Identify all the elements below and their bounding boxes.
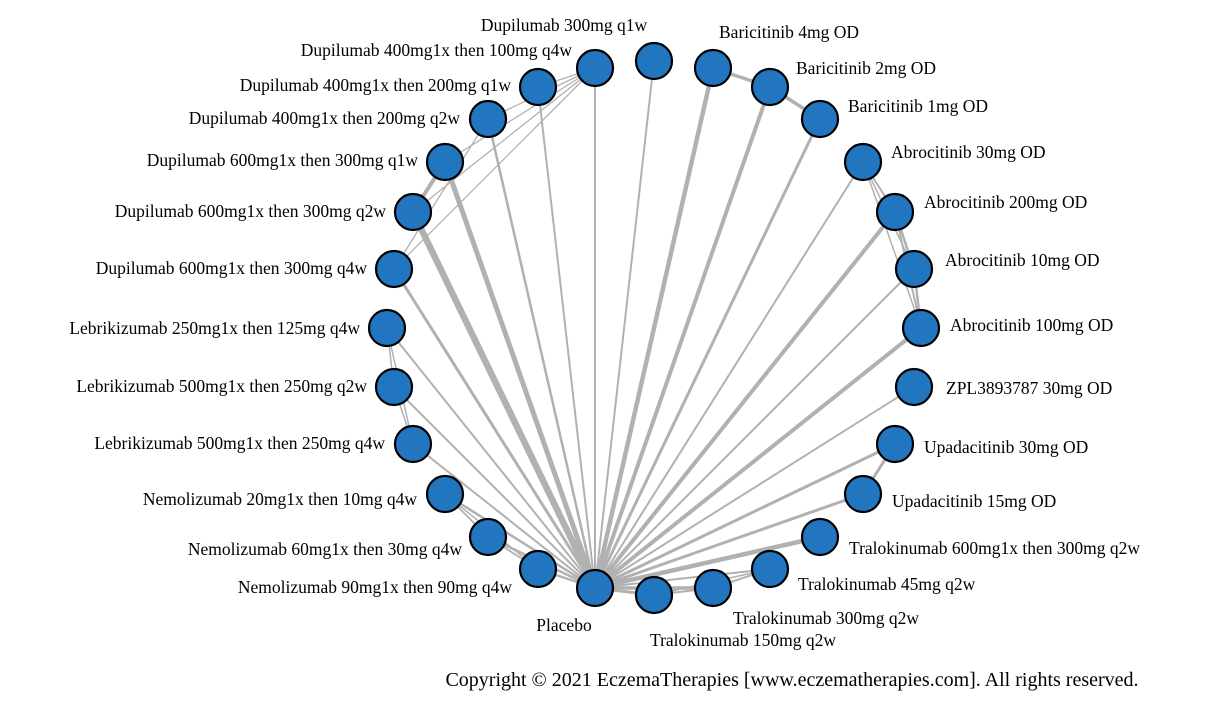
- treatment-node-l250q4w: [367, 308, 407, 348]
- treatment-label-a100: Abrocitinib 100mg OD: [950, 315, 1113, 335]
- treatment-label-t300: Tralokinumab 300mg q2w: [733, 608, 919, 628]
- treatment-label-d400_200q2w: Dupilumab 400mg1x then 200mg q2w: [189, 108, 461, 128]
- edge-d600q2w-placebo: [410, 210, 598, 590]
- treatment-node-a30: [843, 142, 883, 182]
- treatment-node-d600q4w: [374, 249, 414, 289]
- treatment-node-u30: [875, 424, 915, 464]
- treatment-label-l500q2w: Lebrikizumab 500mg1x then 250mg q2w: [76, 376, 367, 396]
- treatment-label-d600q4w: Dupilumab 600mg1x then 300mg q4w: [96, 258, 368, 278]
- treatment-label-u30: Upadacitinib 30mg OD: [924, 437, 1088, 457]
- treatment-node-l500q4w: [393, 424, 433, 464]
- treatment-label-n20: Nemolizumab 20mg1x then 10mg q4w: [143, 489, 417, 509]
- treatment-label-n90: Nemolizumab 90mg1x then 90mg q4w: [238, 577, 512, 597]
- edge-d400_100q4w-d600q2w: [412, 67, 596, 213]
- treatment-label-n60: Nemolizumab 60mg1x then 30mg q4w: [188, 539, 462, 559]
- treatment-label-b1: Baricitinib 1mg OD: [848, 96, 988, 116]
- treatment-label-l250q4w: Lebrikizumab 250mg1x then 125mg q4w: [69, 318, 360, 338]
- treatment-node-d600q2w: [393, 192, 433, 232]
- edge-a100-placebo: [593, 326, 923, 590]
- treatment-label-d400_100q4w: Dupilumab 400mg1x then 100mg q4w: [301, 40, 573, 60]
- edge-u30-placebo: [594, 442, 896, 590]
- edge-d600q4w-placebo: [392, 268, 597, 589]
- edge-n20-placebo: [444, 492, 596, 590]
- treatment-label-b4: Baricitinib 4mg OD: [719, 22, 859, 42]
- edge-u15-placebo: [594, 492, 864, 590]
- edge-a30-placebo: [594, 161, 864, 589]
- edge-a30-a100: [862, 161, 922, 329]
- edge-d400_100q4w-d600q1w: [444, 67, 596, 163]
- edge-b1-placebo: [593, 118, 822, 589]
- edge-zpl30-placebo: [594, 386, 915, 589]
- nodes-layer: [367, 41, 941, 615]
- edge-a10-placebo: [594, 268, 915, 589]
- treatment-node-d600q1w: [425, 142, 465, 182]
- treatment-node-n20: [425, 474, 465, 514]
- treatment-node-t600: [800, 517, 840, 557]
- edge-t45-placebo: [594, 568, 771, 589]
- treatment-node-placebo: [575, 568, 615, 608]
- edge-l250q4w-placebo: [386, 327, 596, 589]
- treatment-node-n60: [468, 517, 508, 557]
- treatment-label-t150: Tralokinumab 150mg q2w: [650, 630, 836, 650]
- treatment-label-zpl30: ZPL3893787 30mg OD: [946, 378, 1112, 398]
- treatment-label-d600q2w: Dupilumab 600mg1x then 300mg q2w: [115, 201, 387, 221]
- treatment-label-l500q4w: Lebrikizumab 500mg1x then 250mg q4w: [94, 433, 385, 453]
- treatment-node-n90: [518, 549, 558, 589]
- edge-l500q2w-placebo: [393, 386, 596, 589]
- treatment-node-l500q2w: [374, 367, 414, 407]
- treatment-node-d400_200q2w: [468, 99, 508, 139]
- treatment-label-a10: Abrocitinib 10mg OD: [945, 250, 1100, 270]
- edge-a200-placebo: [593, 210, 897, 590]
- edge-d300q1w-placebo: [594, 60, 655, 589]
- treatment-label-d600q1w: Dupilumab 600mg1x then 300mg q1w: [147, 150, 419, 170]
- treatment-node-b4: [693, 48, 733, 88]
- edge-d400_200q2w-placebo: [486, 118, 597, 589]
- treatment-label-t600: Tralokinumab 600mg1x then 300mg q2w: [849, 538, 1140, 558]
- treatment-label-d300q1w: Dupilumab 300mg q1w: [481, 15, 648, 35]
- treatment-node-d400_200q1w: [518, 67, 558, 107]
- edges-layer: [386, 60, 923, 597]
- treatment-node-d400_100q4w: [575, 48, 615, 88]
- treatment-node-zpl30: [894, 367, 934, 407]
- copyright-text: Copyright © 2021 EczemaTherapies [www.ec…: [445, 669, 1138, 691]
- labels-layer: Dupilumab 300mg q1w Baricitinib 4mg OD Bar…: [69, 15, 1140, 650]
- edge-d400_200q1w-placebo: [537, 86, 596, 589]
- treatment-node-t150: [634, 575, 674, 615]
- edge-l500q4w-placebo: [412, 443, 596, 589]
- edge-d600q1w-placebo: [442, 161, 598, 589]
- treatment-node-a200: [875, 192, 915, 232]
- treatment-label-placebo: Placebo: [536, 615, 592, 635]
- treatment-label-t45: Tralokinumab 45mg q2w: [798, 574, 976, 594]
- treatment-node-t45: [750, 549, 790, 589]
- treatment-label-u15: Upadacitinib 15mg OD: [892, 491, 1056, 511]
- treatment-node-t300: [693, 568, 733, 608]
- edge-b2-placebo: [593, 86, 772, 589]
- edge-d400_200q2w-d600q4w: [393, 118, 489, 270]
- treatment-label-a200: Abrocitinib 200mg OD: [924, 192, 1087, 212]
- edge-d400_100q4w-d600q4w: [393, 67, 596, 270]
- treatment-node-a100: [901, 308, 941, 348]
- treatment-label-d400_200q1w: Dupilumab 400mg1x then 200mg q1w: [240, 75, 512, 95]
- treatment-node-u15: [843, 474, 883, 514]
- edge-b4-placebo: [592, 67, 716, 589]
- treatment-label-a30: Abrocitinib 30mg OD: [891, 142, 1046, 162]
- treatment-node-b2: [750, 67, 790, 107]
- treatment-node-b1: [800, 99, 840, 139]
- treatment-label-b2: Baricitinib 2mg OD: [796, 58, 936, 78]
- treatment-node-d300q1w: [634, 41, 674, 81]
- treatment-node-a10: [894, 249, 934, 289]
- edge-t600-placebo: [594, 534, 821, 591]
